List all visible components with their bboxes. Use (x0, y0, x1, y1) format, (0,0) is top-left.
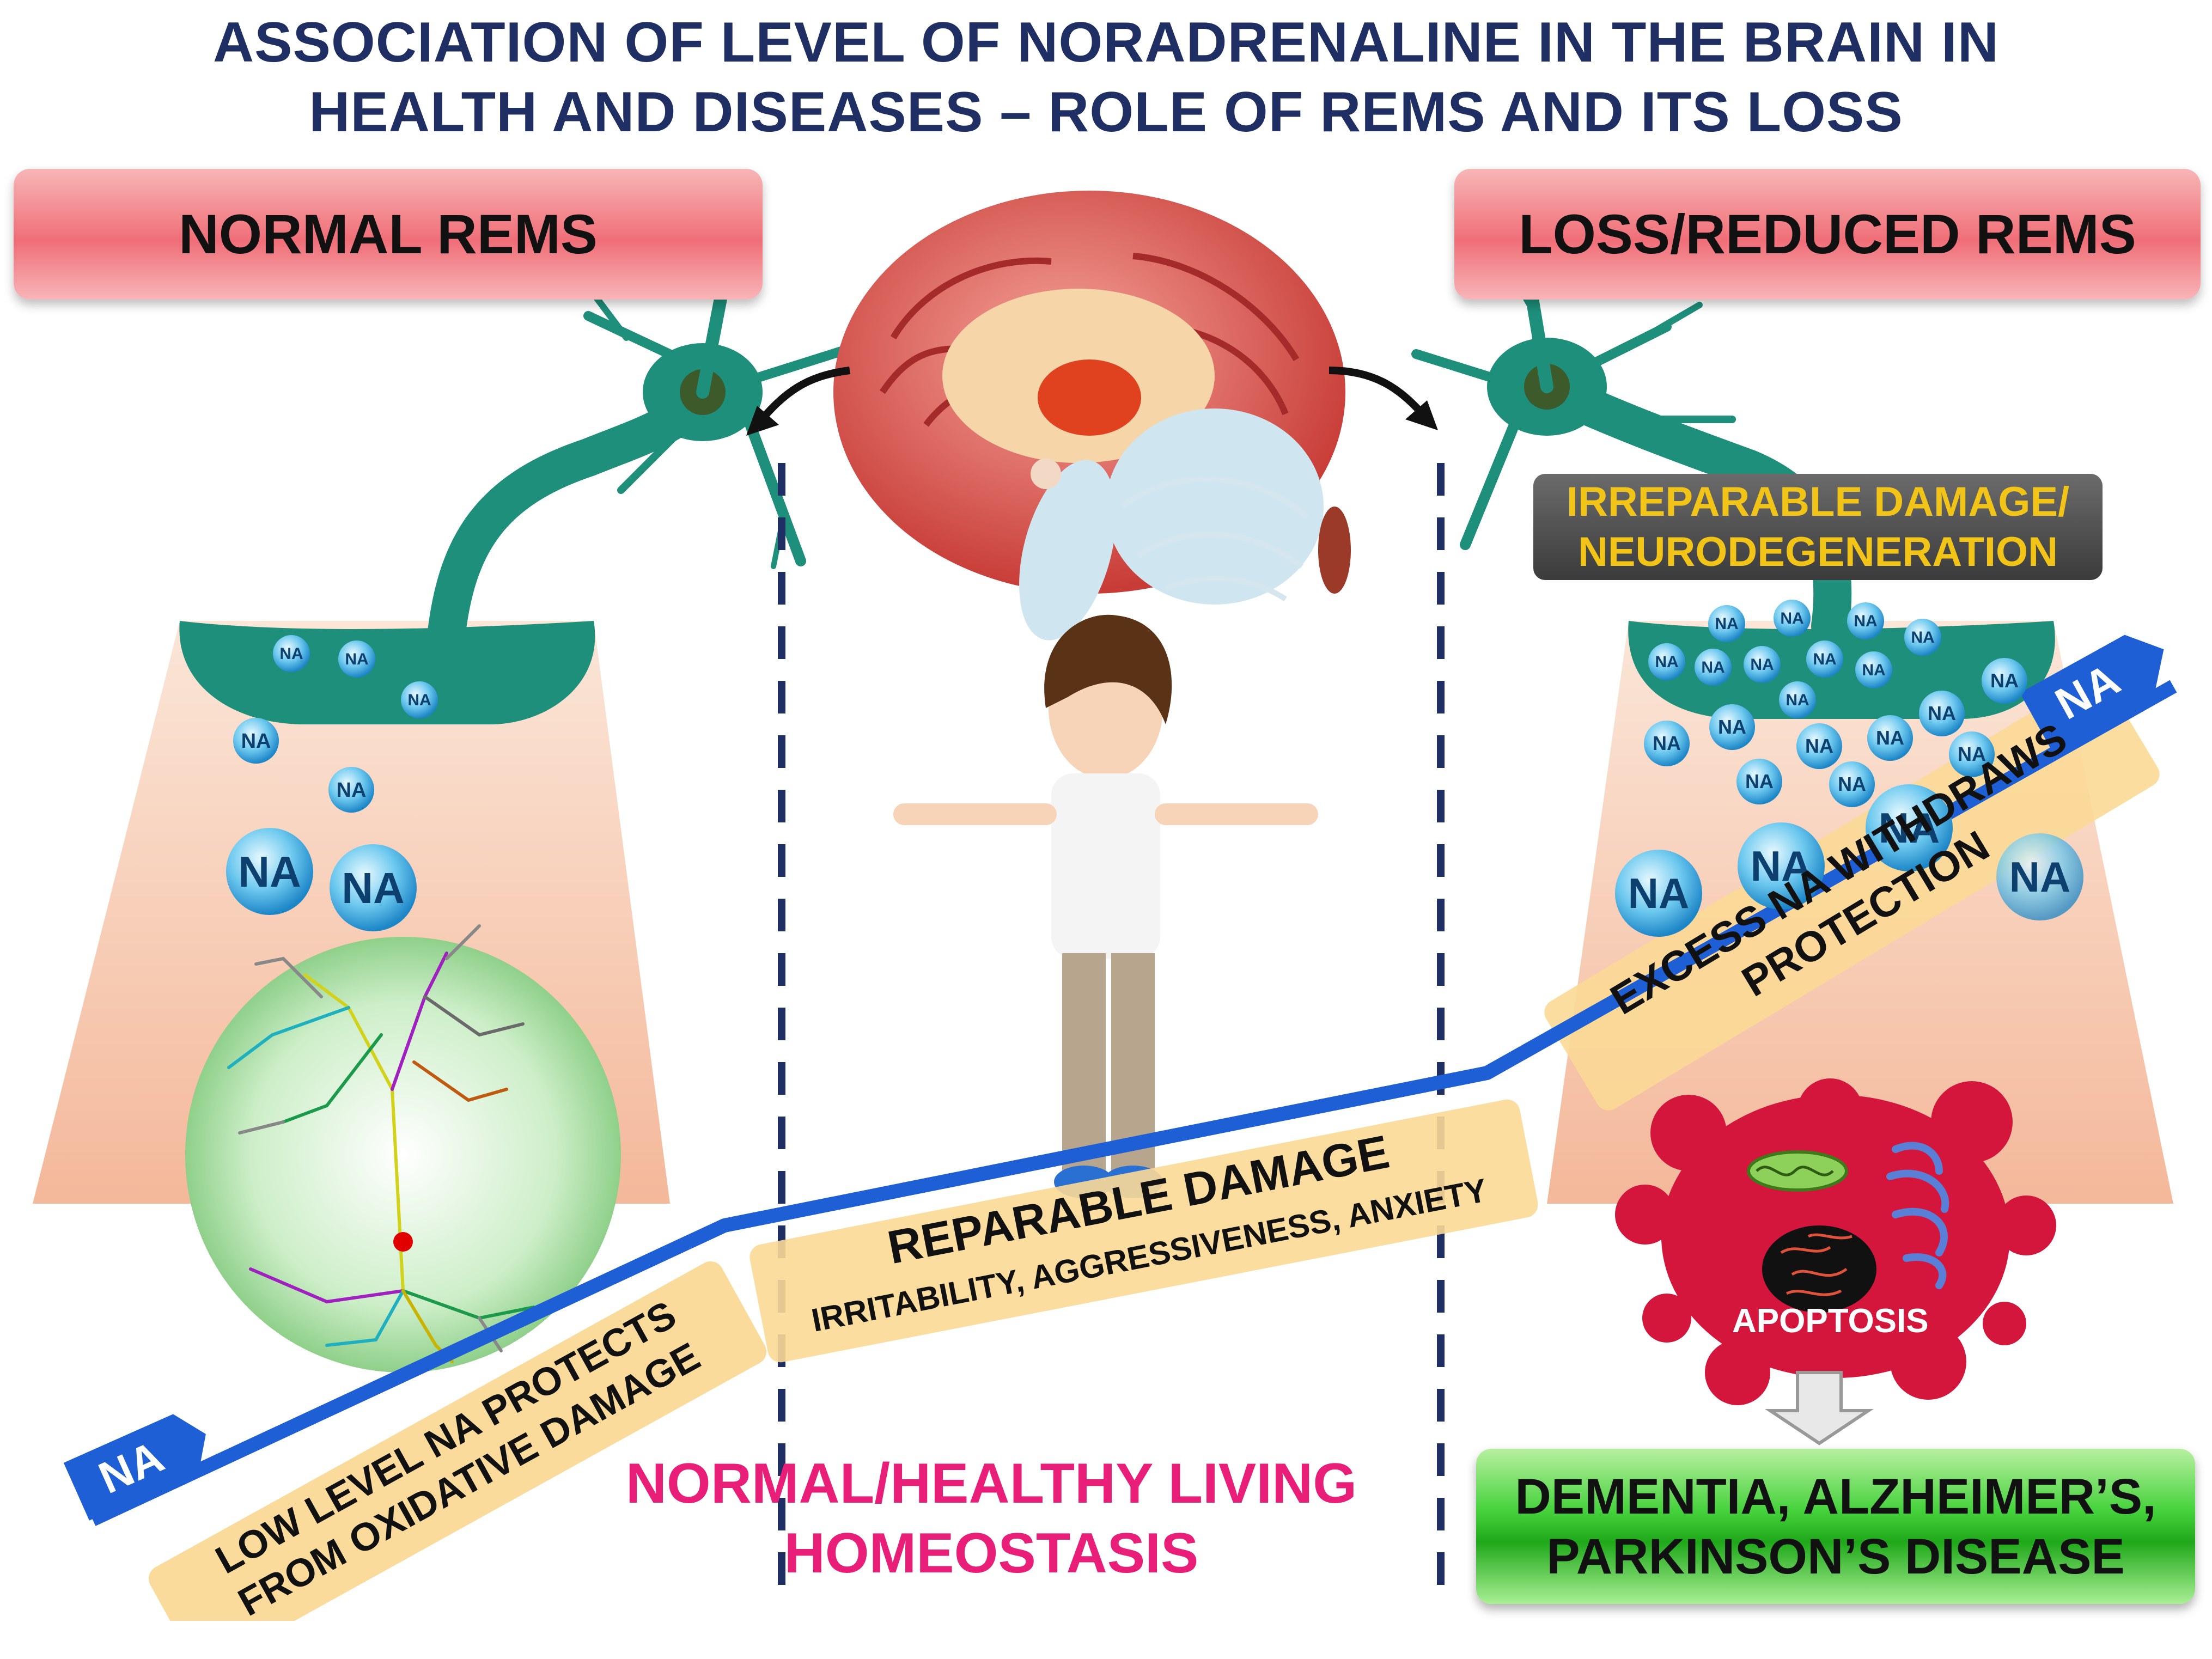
na-bubble: NA (1805, 735, 1833, 757)
na-bubble: NA (1838, 773, 1866, 795)
na-bubble: NA (241, 730, 271, 753)
apoptosis-label: APOPTOSIS (1732, 1302, 1929, 1340)
na-bubble: NA (1780, 609, 1803, 627)
left-na-bubbles: NA NA NA NA NA NA NA (226, 635, 438, 931)
na-bubble: NA (238, 847, 301, 896)
irreparable-damage-line-1: IRREPARABLE DAMAGE/ (1566, 478, 2070, 525)
loss-rems-label: LOSS/REDUCED REMS (1454, 169, 2201, 300)
na-bubble: NA (1990, 669, 2019, 692)
na-bubble: NA (1751, 842, 1812, 890)
right-na-bubbles: NA NA NA NA NA NA NA NA NA NA NA NA NA N… (1615, 600, 2083, 937)
normal-rems-label: NORMAL REMS (14, 169, 763, 300)
na-bubble: NA (1786, 691, 1809, 709)
low-level-sign (148, 1261, 767, 1621)
na-bubble: NA (1879, 804, 1940, 852)
person-illustration (893, 614, 1318, 1198)
outcome-disease-box: DEMENTIA, ALZHEIMER’S, PARKINSON’S DISEA… (1476, 1449, 2195, 1604)
center-caption-line-2: HOMEOSTASIS (784, 1522, 1199, 1585)
nucleus-icon (1762, 1225, 1876, 1313)
na-bubble: NA (1715, 615, 1738, 633)
na-bubble: NA (1813, 650, 1836, 668)
na-bubble: NA (1745, 770, 1774, 792)
na-bubble: NA (279, 645, 303, 663)
na-bubble: NA (1911, 629, 1934, 646)
irreparable-damage-line-2: NEURODEGENERATION (1577, 528, 2058, 575)
center-caption: NORMAL/HEALTHY LIVING HOMEOSTASIS (523, 1449, 1460, 1588)
na-bubble: NA (337, 779, 367, 802)
na-bubble: NA (1876, 727, 1904, 749)
na-bubble: NA (1701, 658, 1724, 676)
figure: ASSOCIATION OF LEVEL OF NORADRENALINE IN… (14, 11, 2201, 1625)
na-bubble: NA (1718, 716, 1746, 738)
na-bubble: NA (342, 864, 405, 912)
outcome-line-2: PARKINSON’S DISEASE (1546, 1528, 2125, 1584)
mitochondrion-icon (1747, 1150, 1848, 1192)
na-bubble: NA (1628, 869, 1690, 917)
pyramidal-neuron-sphere (185, 937, 621, 1373)
diagram-graphics: NA NA NA NA NA NA NA NA NA NA NA NA NA N… (33, 191, 2177, 1621)
apoptosis-down-arrow (1765, 1371, 1874, 1445)
outcome-line-1: DEMENTIA, ALZHEIMER’S, (1515, 1468, 2156, 1524)
pyramidal-neuron-sketch (227, 924, 535, 1363)
na-bubble: NA (1750, 656, 1774, 674)
na-bubble: NA (1862, 661, 1885, 679)
right-curved-arrow (1329, 367, 1430, 422)
na-bubble: NA (2009, 853, 2071, 901)
na-gradient-line (89, 680, 2177, 1526)
na-bubble: NA (1958, 743, 1986, 765)
center-caption-line-1: NORMAL/HEALTHY LIVING (625, 1452, 1357, 1515)
na-bubble: NA (1928, 702, 1956, 724)
figure-title-line-2: HEALTH AND DISEASES – ROLE OF REMS AND I… (309, 81, 1903, 144)
na-bubble: NA (1655, 653, 1678, 671)
na-bubble: NA (407, 691, 431, 709)
na-bubble: NA (345, 650, 368, 668)
na-bubble: NA (1653, 732, 1681, 754)
figure-title-line-1: ASSOCIATION OF LEVEL OF NORADRENALINE IN… (212, 11, 2000, 74)
reparable-sign (749, 1099, 1538, 1363)
left-curved-arrow (754, 367, 850, 428)
irreparable-damage-box: IRREPARABLE DAMAGE/ NEURODEGENERATION (1533, 474, 2103, 580)
na-bubble: NA (1854, 612, 1877, 630)
golgi-icon (1886, 1142, 1949, 1289)
brain-illustration (833, 191, 1351, 641)
